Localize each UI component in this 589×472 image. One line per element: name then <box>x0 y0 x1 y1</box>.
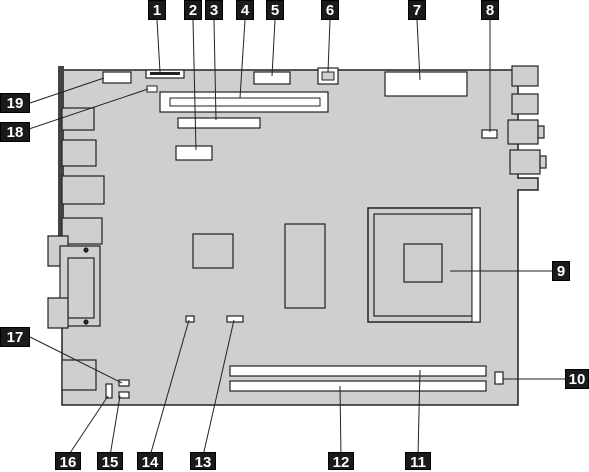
connector-2 <box>176 146 212 160</box>
callout-5: 5 <box>266 0 284 20</box>
callout-8: 8 <box>481 0 499 20</box>
connector-17 <box>119 380 129 386</box>
callout-16: 16 <box>55 452 81 470</box>
callout-15: 15 <box>97 452 123 470</box>
callout-4: 4 <box>236 0 254 20</box>
callout-17: 17 <box>0 327 30 347</box>
slot-3 <box>178 118 260 128</box>
callout-12: 12 <box>328 452 354 470</box>
cpu-socket-9 <box>368 208 480 322</box>
connector-15 <box>119 392 129 398</box>
callout-3: 3 <box>205 0 223 20</box>
callout-9: 9 <box>552 261 570 281</box>
memory-slot-11 <box>230 366 486 376</box>
callout-1: 1 <box>148 0 166 20</box>
callout-13: 13 <box>190 452 216 470</box>
connector-10 <box>495 372 503 384</box>
connector-18 <box>147 86 157 92</box>
connector-7 <box>385 72 467 96</box>
callout-14: 14 <box>137 452 163 470</box>
chipset <box>193 234 233 268</box>
connector-16 <box>106 384 112 398</box>
memory-slot-12 <box>230 381 486 391</box>
jumper-14 <box>186 316 194 322</box>
chipset-2 <box>285 224 325 308</box>
callout-6: 6 <box>321 0 339 20</box>
callout-11: 11 <box>405 452 431 470</box>
rear-io-ports-right <box>508 66 546 174</box>
callout-7: 7 <box>408 0 426 20</box>
callout-2: 2 <box>184 0 202 20</box>
jumper-13 <box>227 316 243 322</box>
connector-19 <box>103 72 131 83</box>
callout-10: 10 <box>565 369 589 389</box>
callout-18: 18 <box>0 122 30 142</box>
callout-19: 19 <box>0 93 30 113</box>
